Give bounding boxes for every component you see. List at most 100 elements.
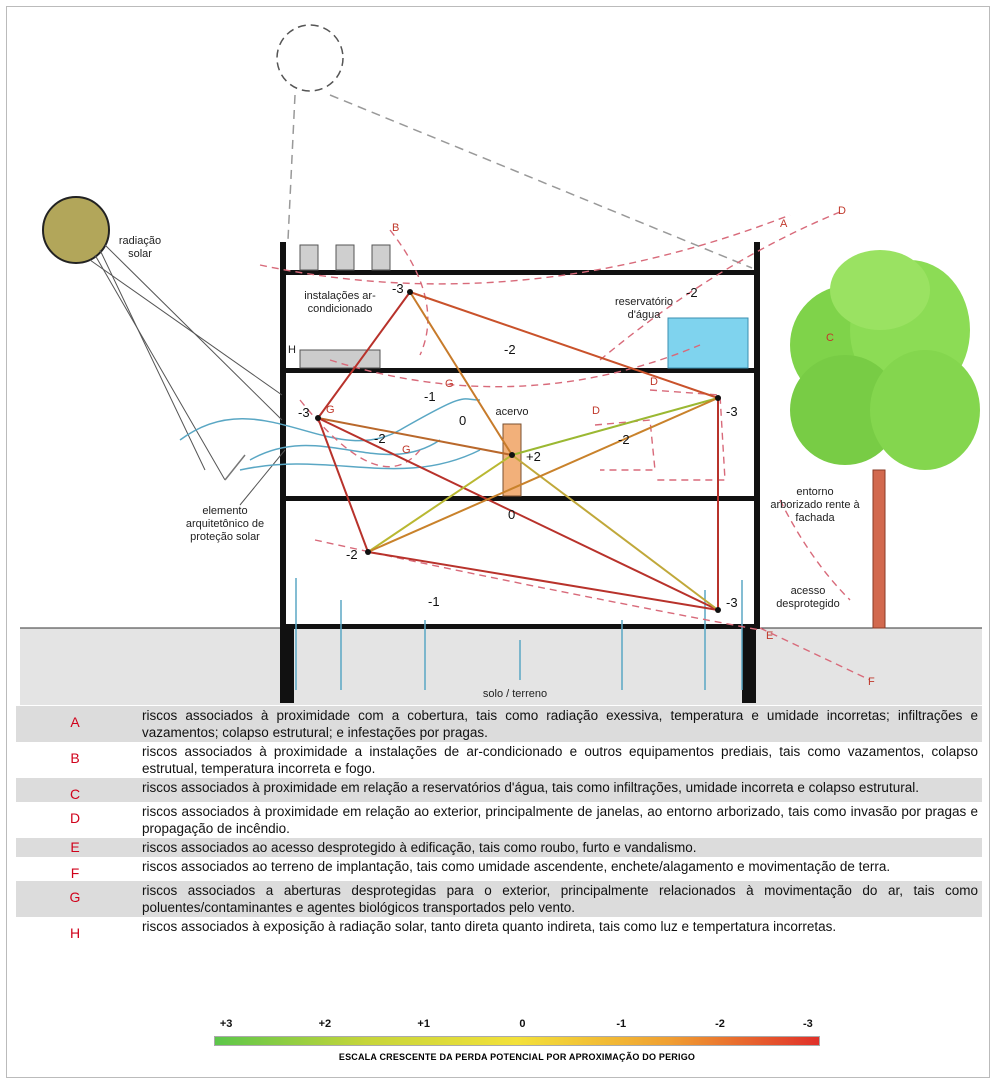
net-line-1 xyxy=(317,291,411,419)
risk-zone-e xyxy=(314,539,761,631)
letter-f: F xyxy=(868,676,875,688)
legend-letter: C xyxy=(69,786,81,802)
net-line-10 xyxy=(367,397,719,553)
label-elemento: elemento arquitetônico de proteção solar xyxy=(185,505,265,543)
legend-letter: B xyxy=(70,750,80,766)
scale-tick: -2 xyxy=(715,1018,725,1030)
scale-tick: +3 xyxy=(219,1018,233,1030)
sun-ray-4 xyxy=(104,244,283,421)
tree-canopy-4 xyxy=(870,350,980,470)
label-acesso: acesso desprotegido xyxy=(776,585,840,610)
risk-zone-f xyxy=(759,627,871,681)
letter-d-window: D xyxy=(592,405,600,417)
letter-g: G xyxy=(445,378,454,390)
node-top xyxy=(407,289,413,295)
loss-scale: +3 +2 +1 0 -1 -2 -3 ESCALA CRESCENTE DA … xyxy=(214,1018,820,1062)
value-ground-mid: -1 xyxy=(428,594,440,609)
wind-arrow-1 xyxy=(179,398,481,442)
legend-row-d: D riscos associados à proximidade em rel… xyxy=(16,802,982,838)
scale-tick: -1 xyxy=(616,1018,627,1030)
value-window-right: -2 xyxy=(618,432,630,447)
slab-first xyxy=(280,496,760,501)
scale-title: ESCALA CRESCENTE DA PERDA POTENCIAL POR … xyxy=(338,1052,696,1062)
legend-letter: F xyxy=(70,865,80,881)
scale-tick: +2 xyxy=(318,1018,332,1030)
tree-canopy-5 xyxy=(830,250,930,330)
scale-tick: +1 xyxy=(417,1018,430,1030)
ac-unit-1 xyxy=(299,244,319,271)
figure-frame xyxy=(6,6,990,1078)
value-bottom-left: -2 xyxy=(346,547,358,562)
duct-unit xyxy=(299,349,381,369)
foundation-right xyxy=(742,628,756,703)
legend-row-f: F riscos associados ao terreno de implan… xyxy=(16,857,982,881)
label-solo: solo / terreno xyxy=(482,688,548,700)
building-section-diagram: radiação solar instalações ar-condiciona… xyxy=(20,24,982,705)
letter-g3: G xyxy=(402,444,411,456)
risk-zone-d-window xyxy=(594,419,656,471)
letter-e: E xyxy=(766,630,774,642)
value-bottom-right: -3 xyxy=(726,595,738,610)
net-line-9 xyxy=(511,454,719,611)
letter-d-window2: D xyxy=(650,376,658,388)
net-line-11 xyxy=(367,551,719,611)
legend-text: riscos associados ao acesso desprotegido… xyxy=(142,840,697,855)
value-right-mid: -3 xyxy=(726,404,738,419)
legend-text: riscos associados a aberturas desprotegi… xyxy=(142,883,978,915)
node-right xyxy=(715,395,721,401)
roof-slab xyxy=(280,270,760,275)
wall-right xyxy=(754,242,760,628)
legend-row-a: A riscos associados à proximidade com a … xyxy=(16,706,982,742)
letter-d: D xyxy=(838,205,846,217)
value-floor-mid: 0 xyxy=(508,507,516,522)
legend-text: riscos associados à proximidade com a co… xyxy=(142,708,978,740)
legend-text: riscos associados à proximidade a instal… xyxy=(142,744,978,776)
scale-ticks: +3 +2 +1 0 -1 -2 -3 xyxy=(214,1018,820,1036)
net-line-2 xyxy=(409,291,719,399)
legend-row-h: H riscos associados à exposição à radiaç… xyxy=(16,917,982,941)
letter-h: H xyxy=(288,344,296,356)
wind-arrow-3 xyxy=(239,449,481,471)
node-left xyxy=(315,415,321,421)
value-left-inner: -2 xyxy=(374,431,386,446)
value-g-arrow: -1 xyxy=(424,389,436,404)
value-near-acervo: 0 xyxy=(459,413,467,428)
legend-letter: A xyxy=(70,714,80,730)
node-bottom-right xyxy=(715,607,721,613)
net-line-3 xyxy=(409,291,513,456)
value-ceiling-mid: -2 xyxy=(504,342,516,357)
scale-gradient-bar xyxy=(214,1036,820,1046)
legend-letter: D xyxy=(69,810,81,826)
sky-dash-line-2 xyxy=(329,94,753,269)
risk-zone-mid xyxy=(329,344,701,388)
h-pointer-arrow xyxy=(224,454,246,481)
ground-area xyxy=(20,628,982,705)
risk-zone-a xyxy=(259,214,791,285)
legend-letter: H xyxy=(69,925,81,941)
value-top-left: -3 xyxy=(392,281,404,296)
value-roof-right: -2 xyxy=(686,285,698,300)
node-bottom-left xyxy=(365,549,371,555)
net-line-7 xyxy=(511,397,719,456)
label-entorno: entorno arborizado rente à fachada xyxy=(770,486,860,524)
risk-legend: A riscos associados à proximidade com a … xyxy=(16,706,982,941)
scale-tick: 0 xyxy=(519,1018,526,1030)
ground-slab xyxy=(280,624,760,629)
water-tank xyxy=(667,317,749,369)
net-line-4 xyxy=(317,417,513,456)
ac-unit-3 xyxy=(371,244,391,271)
legend-row-g: G riscos associados a aberturas desprote… xyxy=(16,881,982,917)
value-left-mid: -3 xyxy=(298,405,310,420)
wall-left xyxy=(280,242,286,628)
tree-canopy-3 xyxy=(790,355,900,465)
label-reservatorio: reservatório d'água xyxy=(614,296,674,321)
net-line-8 xyxy=(367,454,513,553)
letter-b: B xyxy=(392,222,400,234)
sun-ray-1 xyxy=(89,259,283,396)
legend-row-c: C riscos associados à proximidade em rel… xyxy=(16,778,982,802)
legend-letter: E xyxy=(70,839,80,855)
value-acervo: +2 xyxy=(526,449,541,464)
net-line-5 xyxy=(317,417,369,553)
section-drawing xyxy=(20,24,982,705)
label-acervo: acervo xyxy=(495,406,529,418)
